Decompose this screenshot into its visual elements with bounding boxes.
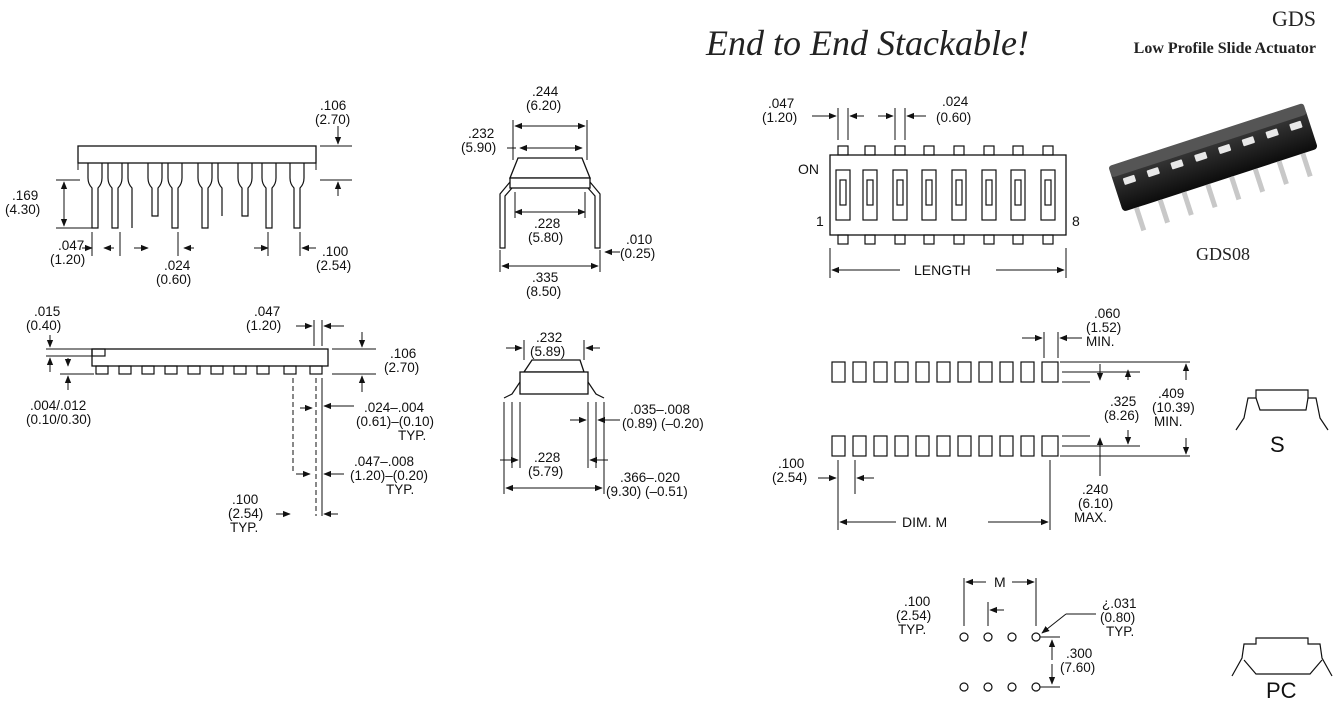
smt-standoff-in: .004/.012 <box>30 398 86 413</box>
end-thick-in: .010 <box>626 232 652 247</box>
top-pin-in: .047 <box>768 96 794 111</box>
land-pad-mm: (1.52) <box>1086 320 1121 335</box>
smt-lead-tol-mm: (1.20)–(0.20) <box>350 468 428 483</box>
top-gap-mm: (0.60) <box>936 110 971 125</box>
land-outer-note: MIN. <box>1154 414 1183 429</box>
length-label: LENGTH <box>914 262 971 278</box>
land-inner-note: MAX. <box>1074 510 1107 525</box>
side-view-drawing: .106 (2.70) .169 (4.30) .047 (1.20) .024… <box>5 98 352 287</box>
smt-height-in: .106 <box>390 346 416 361</box>
pc-style-label: PC <box>1266 678 1297 702</box>
smt-lead-tol-typ: TYP. <box>386 482 414 497</box>
position-1-label: 1 <box>816 213 824 229</box>
smt-top-in: .015 <box>34 304 60 319</box>
pc-m-label: M <box>994 574 1006 590</box>
side-pitch-mm: (2.54) <box>316 258 351 273</box>
smt-pad-tol-typ: TYP. <box>398 428 426 443</box>
smt-pitch-typ: TYP. <box>230 520 258 535</box>
end-span-mm: (8.50) <box>526 284 561 299</box>
side-pitch-in: .100 <box>322 244 348 259</box>
smt-end-top-mm: (5.89) <box>530 344 565 359</box>
pc-pitch-in: .100 <box>904 594 930 609</box>
smt-end-inner-in: .228 <box>534 450 560 465</box>
on-label: ON <box>798 161 819 177</box>
pc-pattern-drawing: M .100 (2.54) TYP. ¿.031 (0.80) TYP. .30… <box>896 574 1137 692</box>
side-lead-len-in: .169 <box>12 188 38 203</box>
side-height-in: .106 <box>320 98 346 113</box>
land-inner-mm: (6.10) <box>1078 496 1113 511</box>
end-body-in: .232 <box>468 126 494 141</box>
pc-row-in: .300 <box>1066 646 1092 661</box>
land-pattern-drawing: .060 (1.52) MIN. .325 (8.26) .409 (10.39… <box>772 306 1195 530</box>
pc-hole-mm: (0.80) <box>1100 610 1135 625</box>
side-lead-len-mm: (4.30) <box>5 202 40 217</box>
smt-pitch-mm: (2.54) <box>228 506 263 521</box>
pc-hole-typ: TYP. <box>1106 624 1134 639</box>
smt-end-top-in: .232 <box>536 330 562 345</box>
series-code: GDS <box>1271 6 1316 31</box>
end-width-mm: (6.20) <box>526 98 561 113</box>
top-pin-mm: (1.20) <box>762 110 797 125</box>
end-view-drawing: .244 (6.20) .232 (5.90) .228 (5.80) .010… <box>461 84 655 299</box>
dim-m-label: DIM. M <box>902 514 947 530</box>
smt-end-foot-mm: (0.89) (–0.20) <box>622 416 704 431</box>
smt-pitch-in: .100 <box>232 492 258 507</box>
end-body-mm: (5.90) <box>461 140 496 155</box>
smt-end-span-mm: (9.30) (–0.51) <box>606 484 688 499</box>
land-outer-mm: (10.39) <box>1152 400 1195 415</box>
pc-hole-in: ¿.031 <box>1102 596 1137 611</box>
smt-height-mm: (2.70) <box>384 360 419 375</box>
pc-pitch-typ: TYP. <box>898 622 926 637</box>
smt-side-view-drawing: .015 (0.40) .047 (1.20) .106 (2.70) .004… <box>26 304 434 535</box>
land-pad-note: MIN. <box>1086 334 1115 349</box>
side-lead-gap-mm: (0.60) <box>156 272 191 287</box>
smt-end-view-drawing: .232 (5.89) .035–.008 (0.89) (–0.20) .22… <box>500 330 704 499</box>
smt-end-span-in: .366–.020 <box>620 470 680 485</box>
side-height-mm: (2.70) <box>315 112 350 127</box>
land-row-mm: (8.26) <box>1104 408 1139 423</box>
smt-lead-tol-in: .047–.008 <box>354 454 414 469</box>
land-inner-in: .240 <box>1082 482 1108 497</box>
side-lead-w-in: .047 <box>58 238 84 253</box>
pc-row-mm: (7.60) <box>1060 660 1095 675</box>
photo-caption: GDS08 <box>1196 244 1251 264</box>
smt-top-mm: (0.40) <box>26 318 61 333</box>
smt-tab-in: .047 <box>254 304 280 319</box>
product-photo <box>1109 103 1318 232</box>
end-thick-mm: (0.25) <box>620 246 655 261</box>
side-lead-gap-in: .024 <box>164 258 191 273</box>
end-inner-mm: (5.80) <box>528 230 563 245</box>
end-span-in: .335 <box>532 270 558 285</box>
top-gap-in: .024 <box>942 94 969 109</box>
pc-style-outline: PC <box>1231 637 1333 702</box>
tagline: End to End Stackable! <box>706 23 1029 63</box>
land-pad-in: .060 <box>1094 306 1120 321</box>
smt-end-inner-mm: (5.79) <box>528 464 563 479</box>
smt-standoff-mm: (0.10/0.30) <box>26 412 91 427</box>
land-pitch-mm: (2.54) <box>772 470 807 485</box>
position-8-label: 8 <box>1072 213 1080 229</box>
s-style-outline: S <box>1235 389 1329 457</box>
smt-pad-tol-in: .024–.004 <box>364 400 425 415</box>
end-inner-in: .228 <box>534 216 560 231</box>
land-outer-in: .409 <box>1158 386 1184 401</box>
smt-tab-mm: (1.20) <box>246 318 281 333</box>
smt-pad-tol-mm: (0.61)–(0.10) <box>356 414 434 429</box>
product-name: Low Profile Slide Actuator <box>1133 40 1316 57</box>
s-style-label: S <box>1270 432 1285 457</box>
pc-pitch-mm: (2.54) <box>896 608 931 623</box>
side-lead-w-mm: (1.20) <box>50 252 85 267</box>
end-width-in: .244 <box>532 84 559 99</box>
land-row-in: .325 <box>1110 394 1136 409</box>
top-view-drawing: .047 (1.20) .024 (0.60) ON 1 8 LENGTH <box>762 94 1080 278</box>
land-pitch-in: .100 <box>778 456 804 471</box>
smt-end-foot-in: .035–.008 <box>630 402 690 417</box>
